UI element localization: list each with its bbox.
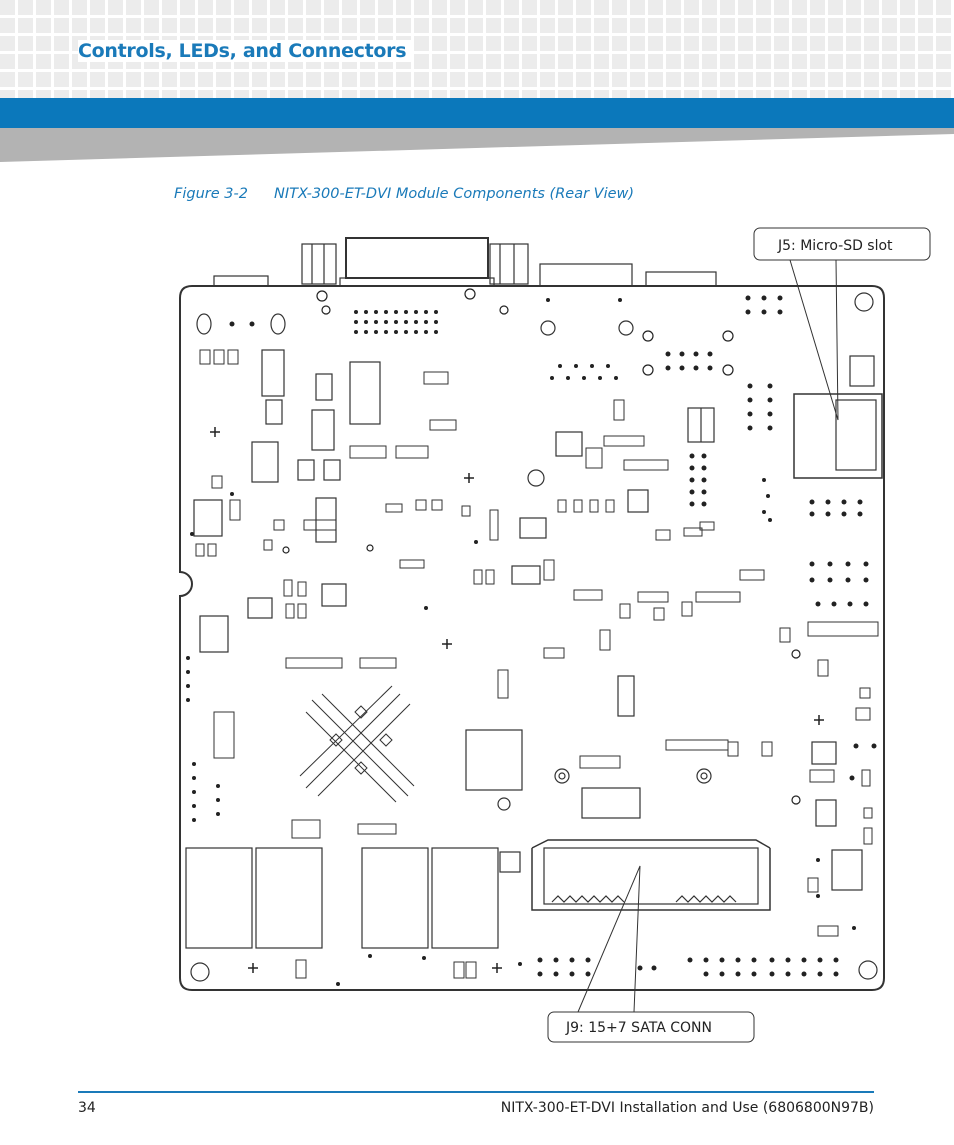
pcb-rear-view-drawing: J5: Micro-SD slot J9: 15+7 SATA CONN	[179, 227, 931, 1043]
document-title: NITX-300-ET-DVI Installation and Use (68…	[500, 1100, 874, 1116]
header-blue-bar	[0, 98, 954, 128]
figure-caption: Figure 3-2 NITX-300-ET-DVI Module Compone…	[174, 186, 634, 202]
page-number: 34	[78, 1100, 96, 1116]
figure-title: NITX-300-ET-DVI Module Components (Rear …	[274, 186, 635, 202]
figure-number: Figure 3-2	[174, 186, 248, 202]
footer-rule	[78, 1091, 874, 1093]
callout-j5-label: J5: Micro-SD slot	[777, 238, 893, 254]
callout-j5: J5: Micro-SD slot	[753, 227, 931, 421]
callout-j9-label: J9: 15+7 SATA CONN	[565, 1020, 712, 1036]
section-title: Controls, LEDs, and Connectors	[78, 40, 413, 62]
header-grey-wedge	[0, 128, 954, 162]
callout-j9: J9: 15+7 SATA CONN	[547, 865, 755, 1043]
